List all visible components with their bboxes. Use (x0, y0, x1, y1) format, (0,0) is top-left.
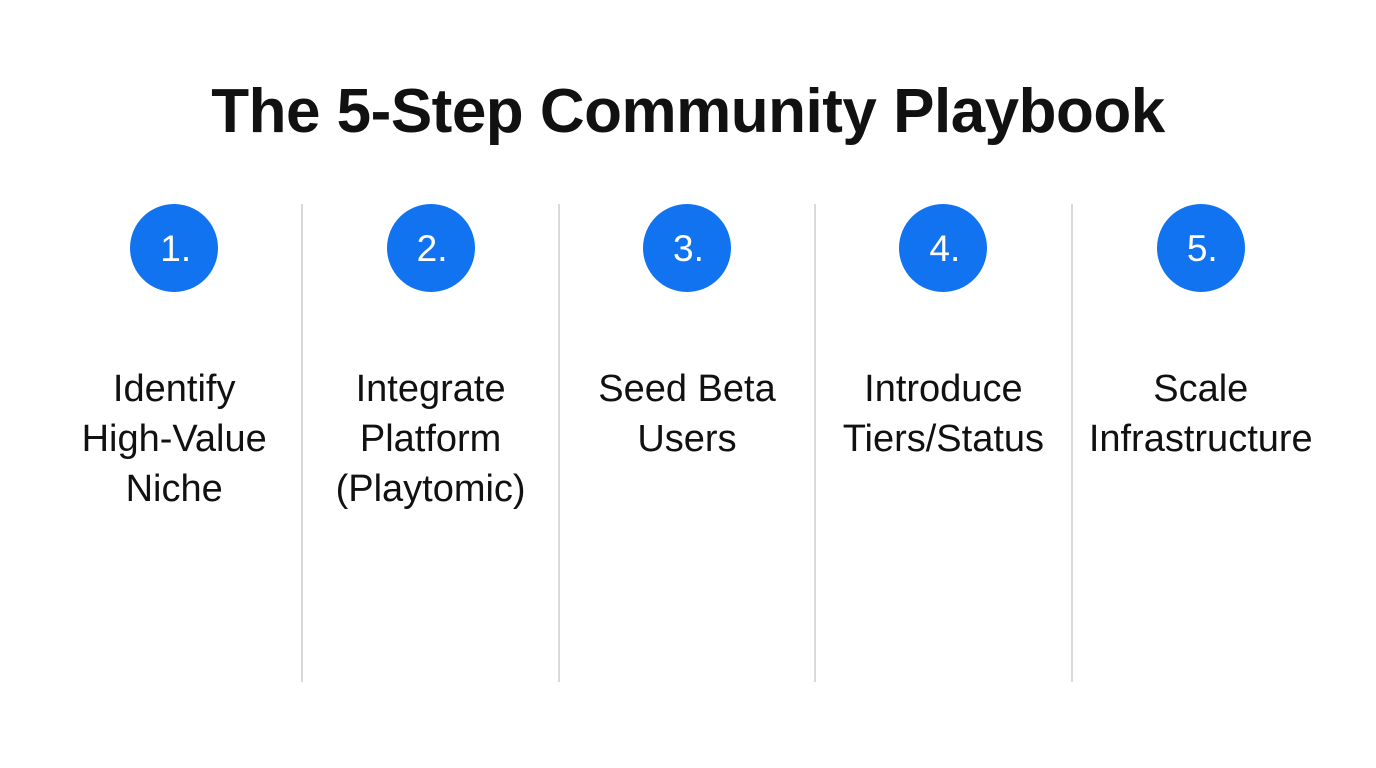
step-column-2: 2. Integrate Platform (Playtomic) (303, 204, 560, 682)
step-1-number: 1. (160, 227, 192, 269)
step-3-number: 3. (673, 227, 704, 269)
step-3-circle-badge: 3. (642, 204, 731, 292)
step-1-label: Identify High-Value Niche (81, 368, 267, 510)
step-column-4: 4. Introduce Tiers/Status (816, 204, 1073, 682)
step-4-label: Introduce Tiers/Status (842, 368, 1045, 460)
steps-row: 1. Identify High-Value Niche 2. Integrat… (47, 204, 1329, 682)
step-column-5: 5. Scale Infrastructure (1073, 204, 1329, 682)
step-column-1: 1. Identify High-Value Niche (47, 204, 304, 682)
step-2-circle-badge: 2. (386, 204, 475, 292)
step-5-label: Scale Infrastructure (1088, 368, 1313, 460)
step-5-number: 5. (1186, 227, 1218, 269)
step-3-label: Seed Beta Users (598, 368, 776, 460)
step-4-number: 4. (929, 227, 961, 269)
step-4-circle-badge: 4. (899, 204, 988, 292)
page-title: The 5-Step Community Playbook (211, 77, 1165, 146)
step-column-3: 3. Seed Beta Users (560, 204, 817, 682)
step-2-label: Integrate Platform (Playtomic) (335, 368, 526, 510)
step-5-circle-badge: 5. (1156, 204, 1245, 292)
step-2-number: 2. (416, 227, 448, 269)
step-1-circle-badge: 1. (130, 204, 219, 292)
